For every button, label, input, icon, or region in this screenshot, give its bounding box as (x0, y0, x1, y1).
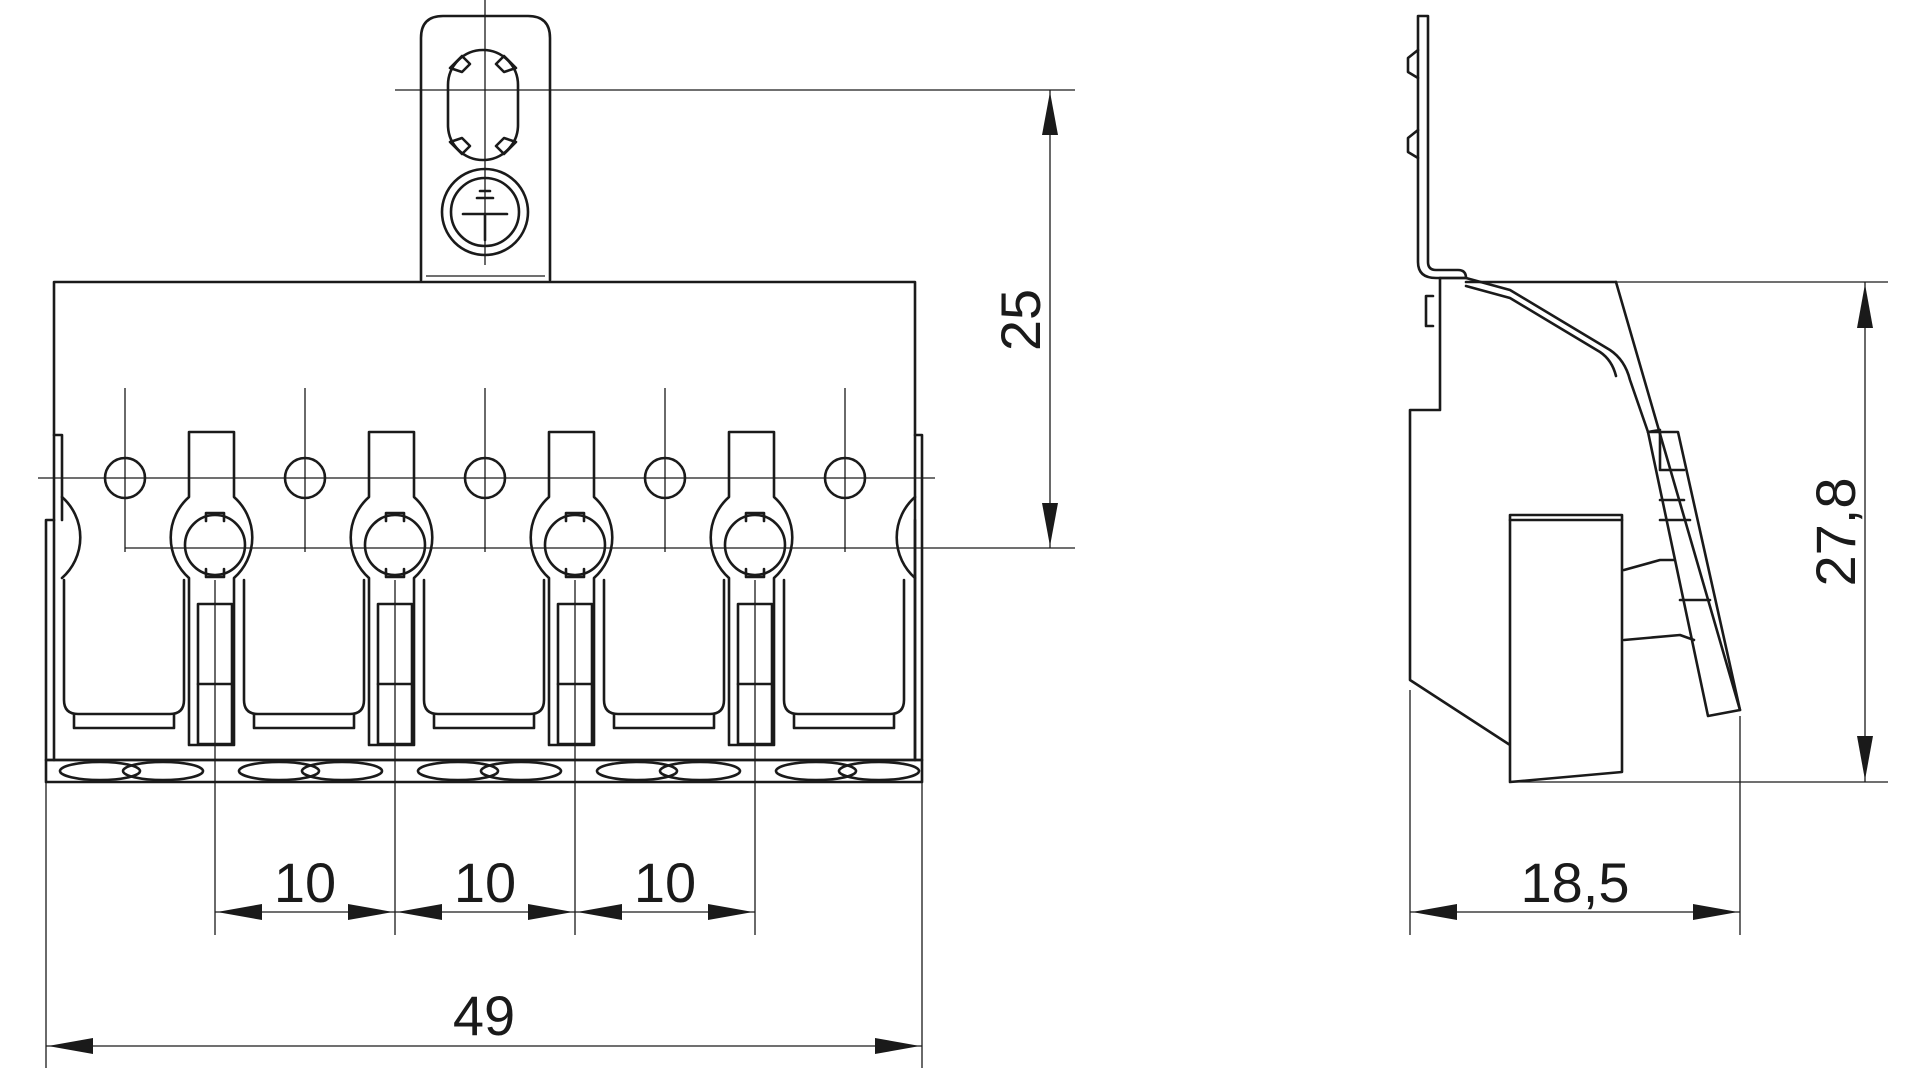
mounting-slot (446, 48, 520, 162)
center-lines (38, 89, 1075, 552)
terminal-units (60, 430, 917, 747)
housing-body (44, 280, 924, 784)
side-view: 27,8 18,5 (1406, 14, 1888, 935)
side-housing (1408, 276, 1742, 784)
dimension-height-27-8: 27,8 (1510, 281, 1888, 783)
dimension-width-49: 49 (45, 782, 923, 1068)
dimension-depth-18-5: 18,5 (1409, 690, 1741, 935)
dimension-label-pitch-2: 10 (454, 851, 516, 914)
side-earth-bracket (1406, 14, 1468, 280)
dimension-label-25: 25 (989, 289, 1052, 351)
dimension-label-18-5: 18,5 (1521, 851, 1630, 914)
earth-mounting-tab (419, 0, 552, 283)
terminal-unit-1 (169, 430, 254, 747)
dimension-height-25: 25 (989, 90, 1058, 548)
dimension-label-pitch-3: 10 (634, 851, 696, 914)
dimension-label-27-8: 27,8 (1804, 478, 1867, 587)
wire-entry-pockets (62, 578, 906, 730)
dimension-pitch: 10 10 10 (214, 580, 756, 935)
dimension-label-pitch-1: 10 (274, 851, 336, 914)
dimension-label-49: 49 (453, 984, 515, 1047)
front-view: 25 10 10 10 49 (38, 0, 1075, 1068)
bottom-clamps (58, 760, 921, 782)
